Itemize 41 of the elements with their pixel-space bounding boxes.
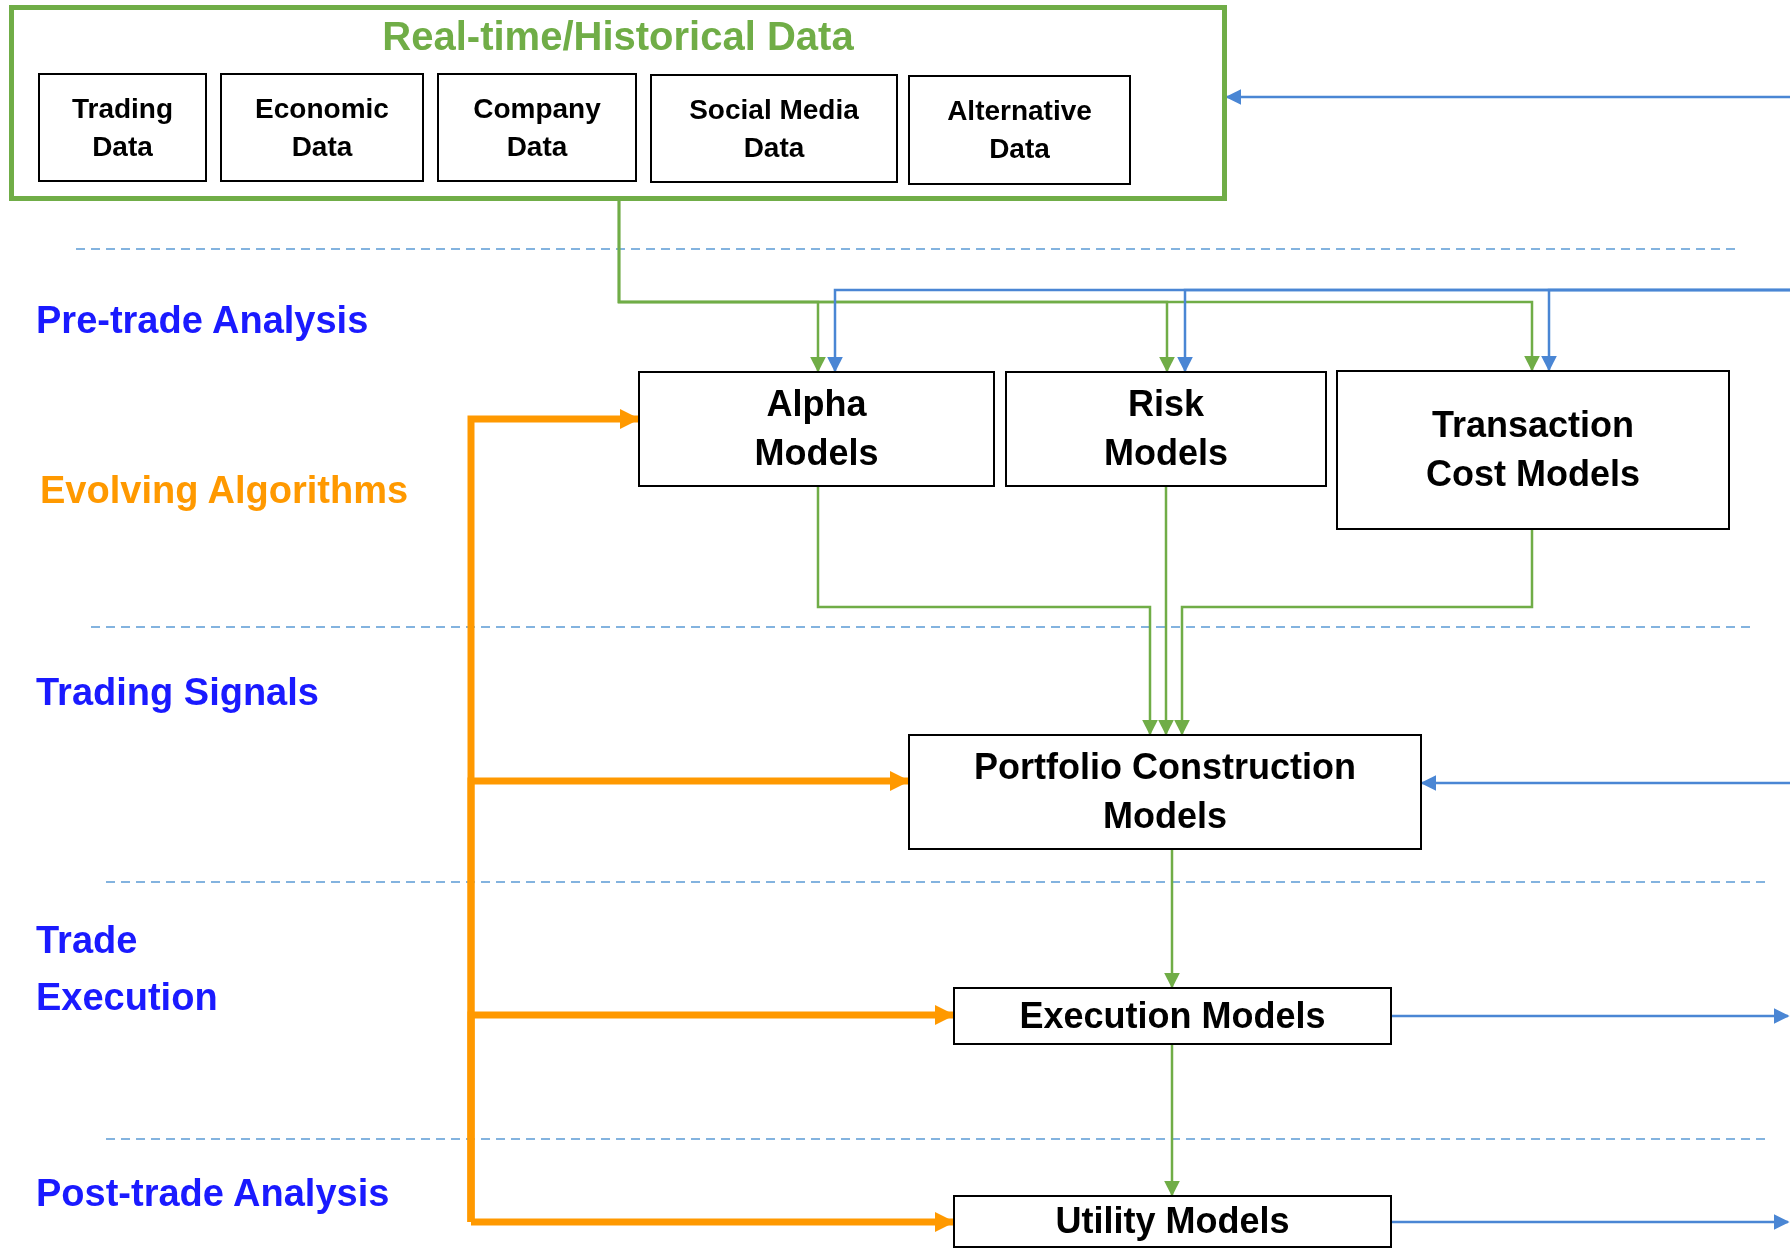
arrow xyxy=(1164,1045,1180,1197)
box-label: Utility Models xyxy=(1055,1199,1290,1244)
model-box xyxy=(953,987,1392,1045)
model-box xyxy=(38,73,207,182)
group-frame xyxy=(9,5,1227,201)
model-box xyxy=(1005,371,1327,487)
arrow xyxy=(1158,487,1174,736)
group-title: Real-time/Historical Data xyxy=(382,13,854,60)
box-label: Transaction Cost Models xyxy=(1425,403,1641,496)
arrow xyxy=(816,487,1158,736)
model-box xyxy=(1336,370,1730,530)
box-label: Execution Models xyxy=(1019,993,1326,1038)
arrow xyxy=(1225,89,1790,105)
arrow xyxy=(617,201,1540,372)
stage-label: Trading Signals xyxy=(36,670,320,715)
arrow xyxy=(467,1005,955,1222)
box-label: Social Media Data xyxy=(688,92,860,165)
arrow xyxy=(1174,530,1534,736)
model-box xyxy=(908,75,1131,185)
box-label: Trading Data xyxy=(70,91,175,164)
stage-label: Evolving Algorithms xyxy=(40,468,410,513)
stage-label: Post-trade Analysis xyxy=(36,1171,391,1216)
box-label: Risk Models xyxy=(1103,382,1229,475)
model-box xyxy=(437,73,637,182)
arrow xyxy=(1164,850,1180,989)
arrow xyxy=(1541,288,1790,372)
box-label: Economic Data xyxy=(254,91,390,164)
model-box xyxy=(953,1195,1392,1248)
box-label: Alternative Data xyxy=(946,94,1093,166)
stage-label: Trade Execution xyxy=(36,918,219,1020)
stage-label: Pre-trade Analysis xyxy=(36,298,370,343)
model-box xyxy=(650,74,898,183)
arrow xyxy=(1392,1008,1790,1024)
model-box xyxy=(908,734,1422,850)
box-label: Portfolio Construction Models xyxy=(973,745,1357,838)
box-label: Alpha Models xyxy=(753,382,880,475)
model-box xyxy=(638,371,995,487)
model-box xyxy=(220,73,424,182)
arrow xyxy=(471,1212,955,1232)
box-label: Company Data xyxy=(472,91,602,164)
arrow xyxy=(1392,1214,1790,1230)
